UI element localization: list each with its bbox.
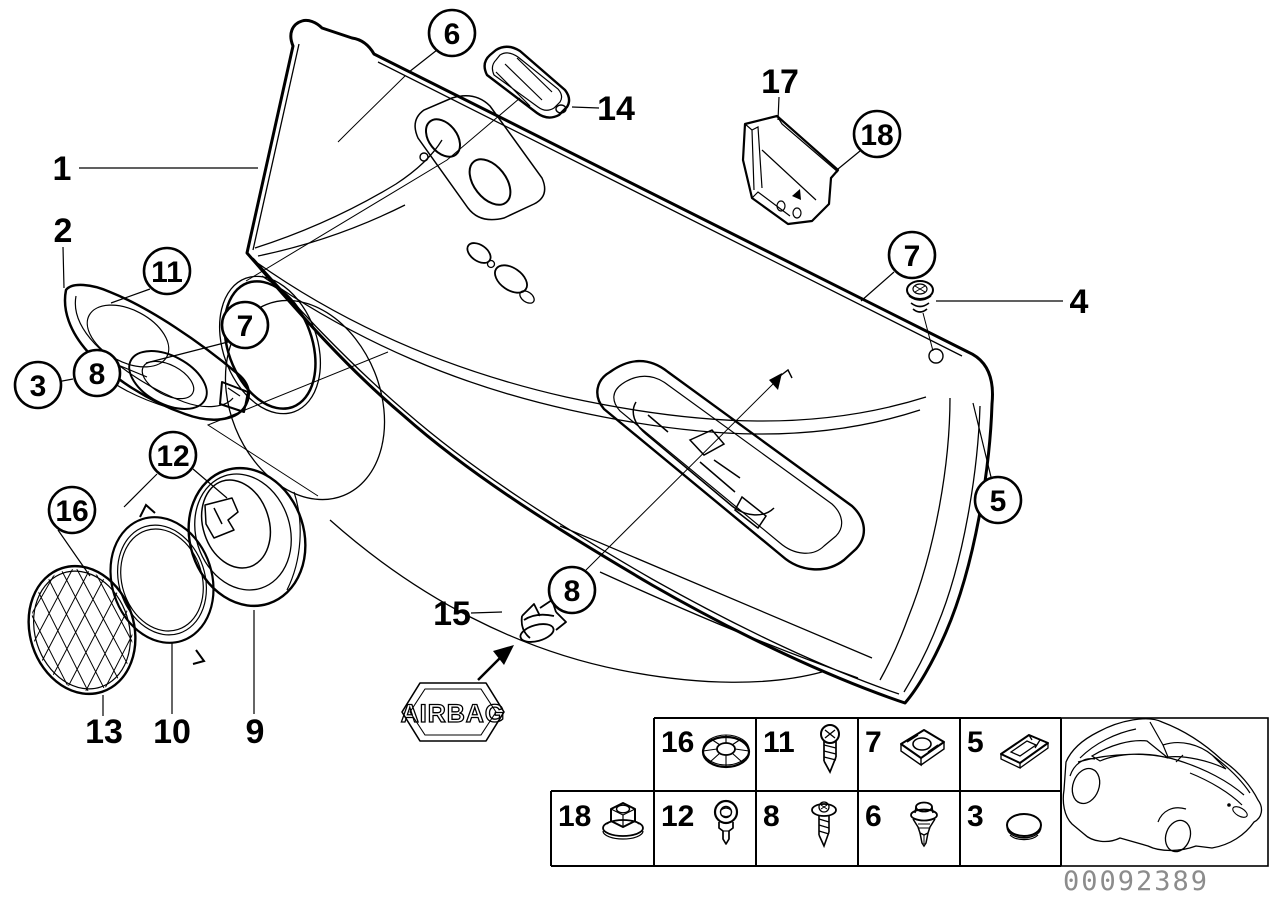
door-panel-inner-lines: [252, 43, 981, 695]
bracket-part-17-18: [741, 114, 840, 226]
svg-text:6: 6: [444, 18, 461, 51]
callout-9[interactable]: 9: [246, 713, 265, 751]
callout-7-left[interactable]: 7: [220, 300, 270, 350]
callout-1[interactable]: 1: [53, 150, 72, 188]
svg-text:7: 7: [865, 726, 882, 759]
svg-text:8: 8: [763, 800, 780, 833]
armrest-door-pull: [596, 359, 865, 571]
speaker-grille-part-13: [16, 555, 148, 705]
svg-text:12: 12: [661, 800, 694, 833]
callout-10[interactable]: 10: [153, 713, 191, 751]
sheet-metal-clip-nut-icon: [900, 729, 945, 766]
callout-7-right[interactable]: 7: [887, 230, 937, 280]
svg-text:16: 16: [55, 495, 88, 528]
legend-cell-18[interactable]: 18: [558, 800, 644, 840]
svg-text:11: 11: [151, 256, 183, 289]
callout-12[interactable]: 12: [148, 430, 198, 480]
pan-head-screw-icon: [820, 724, 840, 773]
blind-plug-icon: [1006, 813, 1042, 841]
callout-18[interactable]: 18: [852, 109, 902, 159]
callout-6[interactable]: 6: [427, 8, 477, 58]
callout-4[interactable]: 4: [1070, 283, 1089, 321]
callout-14[interactable]: 14: [597, 90, 635, 128]
svg-text:18: 18: [860, 119, 893, 152]
airbag-badge: AIRBAG: [400, 645, 514, 742]
callouts: 1 2 4 14 17 15 13 10 9 6 11 7 3 8: [13, 8, 1089, 751]
door-trim-panel-drawing: [218, 18, 994, 705]
svg-text:8: 8: [89, 358, 106, 391]
grommet-part-4: [906, 280, 934, 352]
speaker-opening: [218, 275, 386, 501]
callout-8-center[interactable]: 8: [547, 565, 597, 615]
callout-13[interactable]: 13: [85, 713, 123, 751]
callout-15[interactable]: 15: [433, 595, 471, 633]
callout-8-left[interactable]: 8: [72, 348, 122, 398]
svg-text:3: 3: [30, 370, 47, 403]
svg-text:16: 16: [661, 726, 694, 759]
legend-cell-7[interactable]: 7: [865, 726, 945, 766]
svg-text:8: 8: [564, 575, 581, 608]
leader-lines: [56, 49, 1063, 716]
legend-cell-3[interactable]: 3: [967, 800, 1042, 841]
window-switch-cutouts: [466, 242, 535, 304]
svg-text:7: 7: [237, 310, 254, 343]
car-thumbnail-box: [1060, 717, 1269, 867]
car-thumbnail: [1062, 718, 1263, 853]
callout-11[interactable]: 11: [142, 246, 192, 296]
callout-17[interactable]: 17: [761, 63, 799, 101]
handle-gasket-part-14: [483, 45, 571, 119]
callout-2[interactable]: 2: [54, 212, 73, 250]
callout-3[interactable]: 3: [13, 360, 63, 410]
legend-cell-12[interactable]: 12: [661, 799, 739, 846]
airbag-arrowhead: [493, 645, 514, 665]
door-handle-recess: [414, 95, 546, 221]
hex-flange-nut-icon: [602, 802, 644, 840]
fastener-legend-table: 16 11 7 5 18 12 8 6: [550, 717, 1269, 867]
door-panel-outline: [245, 18, 994, 705]
construction-lines: [206, 75, 778, 571]
spring-washer-icon: [701, 733, 751, 769]
svg-text:7: 7: [904, 240, 921, 273]
plastic-rivet-icon: [713, 799, 739, 846]
speaker-adapter-part-9: [187, 466, 307, 608]
callout-16[interactable]: 16: [47, 485, 97, 535]
speaker-ring-part-10: [109, 503, 215, 665]
diagram-part-number: 00092389: [1063, 866, 1209, 897]
svg-text:12: 12: [156, 440, 189, 473]
fastener-hole: [928, 348, 944, 364]
svg-text:5: 5: [990, 485, 1007, 518]
flat-clip-bracket-icon: [1000, 734, 1049, 769]
callout-5[interactable]: 5: [973, 475, 1023, 525]
svg-text:11: 11: [763, 726, 795, 759]
legend-cell-6[interactable]: 6: [865, 800, 938, 847]
armrest-screw-arrowhead: [769, 373, 782, 390]
legend-cell-8[interactable]: 8: [763, 800, 837, 847]
expansion-clip-icon: [910, 801, 938, 847]
svg-text:6: 6: [865, 800, 882, 833]
svg-text:3: 3: [967, 800, 984, 833]
airbag-label: AIRBAG: [401, 700, 506, 728]
legend-cell-5[interactable]: 5: [967, 726, 1049, 769]
flange-screw-icon: [811, 801, 837, 847]
svg-text:18: 18: [558, 800, 591, 833]
legend-cell-11[interactable]: 11: [763, 724, 840, 773]
legend-cell-16[interactable]: 16: [661, 726, 751, 769]
svg-text:5: 5: [967, 726, 984, 759]
